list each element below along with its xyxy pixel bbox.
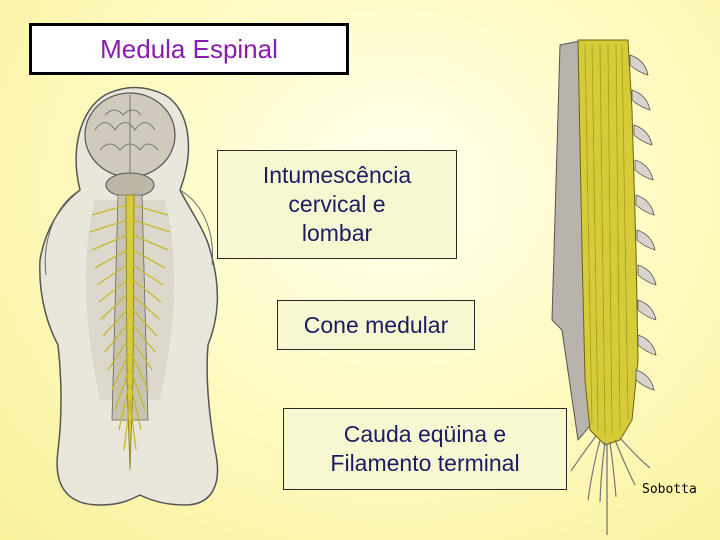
brain-gyri [94,95,159,175]
cauda-equina [570,435,651,503]
right-arm [179,189,214,266]
cord-body [577,39,639,446]
label-cone-medular-text: Cone medular [303,311,449,338]
label-intumescencia: Intumescência cervical e lombar [217,150,457,259]
label-cone-medular: Cone medular [277,300,475,350]
slide-title: Medula Espinal [100,33,278,64]
label-intumescencia-text: Intumescência cervical e lombar [262,162,412,246]
lateral-roots [629,54,657,391]
title-box: Medula Espinal [29,23,349,75]
label-cauda-equina: Cauda eqüina e Filamento terminal [283,408,567,490]
label-cauda-equina-text: Cauda eqüina e Filamento terminal [330,421,520,476]
left-arm [44,189,81,276]
image-credit: Sobotta [642,482,697,497]
cord-fibres [584,44,629,436]
nerve-roots [89,204,171,451]
spinal-cord [125,194,135,471]
